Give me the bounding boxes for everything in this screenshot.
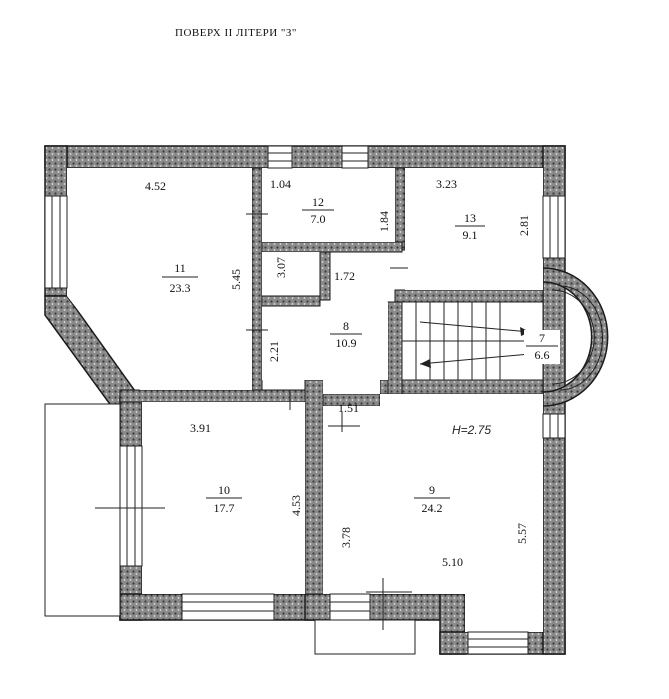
dimension-label: 3.07 <box>274 257 288 278</box>
room-9-label: 9 24.2 <box>414 483 450 515</box>
dimension-label: 3.23 <box>436 177 457 191</box>
room-number: 8 <box>343 319 349 333</box>
ceiling-height-note: H=2.75 <box>452 423 491 437</box>
room-number: 10 <box>218 483 230 497</box>
room-area: 9.1 <box>463 228 478 242</box>
room-area: 7.0 <box>311 212 326 226</box>
room-13-label: 13 9.1 <box>455 211 485 242</box>
balconies <box>44 403 416 655</box>
dimension-label: 5.45 <box>229 269 243 290</box>
room-number: 7 <box>539 331 545 345</box>
dimension-label: 1.84 <box>377 211 391 232</box>
room-12-label: 12 7.0 <box>302 195 334 226</box>
plan-title: ПОВЕРХ II ЛІТЕРИ "З" <box>175 27 297 39</box>
room-fills <box>67 168 543 632</box>
door-marks <box>246 213 408 432</box>
room-area: 10.9 <box>336 336 357 350</box>
stair-bay <box>542 267 609 407</box>
dimension-label: 5.57 <box>515 523 529 544</box>
dimension-label: 5.10 <box>442 555 463 569</box>
staircase <box>401 301 544 381</box>
room-number: 9 <box>429 483 435 497</box>
dimension-label: 4.52 <box>145 179 166 193</box>
room-area: 6.6 <box>535 348 550 362</box>
dimension-label: 4.53 <box>289 495 303 516</box>
dimension-label: 1.04 <box>270 177 291 191</box>
dimension-label: 3.78 <box>339 527 353 548</box>
room-10-label: 10 17.7 <box>206 483 242 515</box>
dimension-labels: 4.52 5.45 1.04 1.84 3.07 3.23 2.81 1.72 … <box>145 177 531 569</box>
room-number: 13 <box>464 211 476 225</box>
room-11-label: 11 23.3 <box>162 261 198 295</box>
room-7-label: 7 6.6 <box>524 330 560 364</box>
room-area: 24.2 <box>422 501 443 515</box>
dimension-label: 2.21 <box>267 341 281 362</box>
interior-walls <box>119 167 544 595</box>
room-8-label: 8 10.9 <box>330 319 362 350</box>
dimension-label: 2.81 <box>517 215 531 236</box>
dimension-label: 1.72 <box>334 269 355 283</box>
room-area: 23.3 <box>170 281 191 295</box>
dimension-label: 1.51 <box>338 401 359 415</box>
room-number: 11 <box>174 261 186 275</box>
dimension-label: 3.91 <box>190 421 211 435</box>
room-number: 12 <box>312 195 324 209</box>
windows <box>44 145 566 655</box>
room-area: 17.7 <box>214 501 235 515</box>
